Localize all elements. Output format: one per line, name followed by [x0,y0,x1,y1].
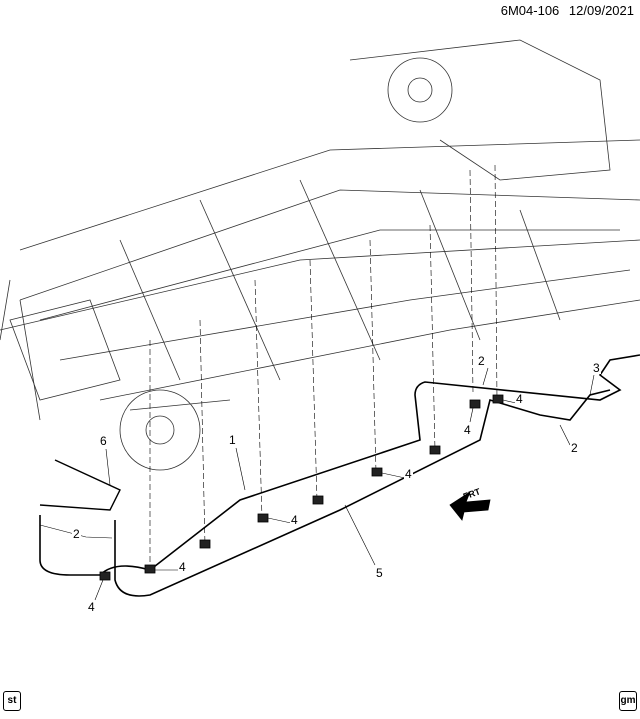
callout-3: 3 [592,361,601,375]
callout-1: 1 [228,433,237,447]
callout-2: 2 [72,527,81,541]
callout-2: 2 [477,354,486,368]
callout-4: 4 [463,423,472,437]
retainer-clips [99,394,504,581]
callout-lines [39,367,595,601]
callout-4: 4 [404,467,413,481]
callout-4: 4 [515,392,524,406]
diagram-date: 12/09/2021 [568,3,634,18]
brake-pipe-1 [39,354,640,576]
diagram-id: 6M04-106 [500,3,560,18]
brake-pipe-6 [39,459,121,511]
gm-logo-badge: gm [619,691,637,711]
callout-2: 2 [570,441,579,455]
leader-lines [149,164,498,570]
callout-6: 6 [99,434,108,448]
callout-4: 4 [290,513,299,527]
diagram-header: 6M04-106 12/09/2021 [495,3,634,18]
vehicle-floor-outline [0,39,640,471]
callout-5: 5 [375,566,384,580]
callout-4: 4 [87,600,96,614]
callout-4: 4 [178,560,187,574]
brake-pipe-5 [114,389,611,597]
front-arrow-icon [449,490,491,521]
st-badge: st [3,691,21,711]
